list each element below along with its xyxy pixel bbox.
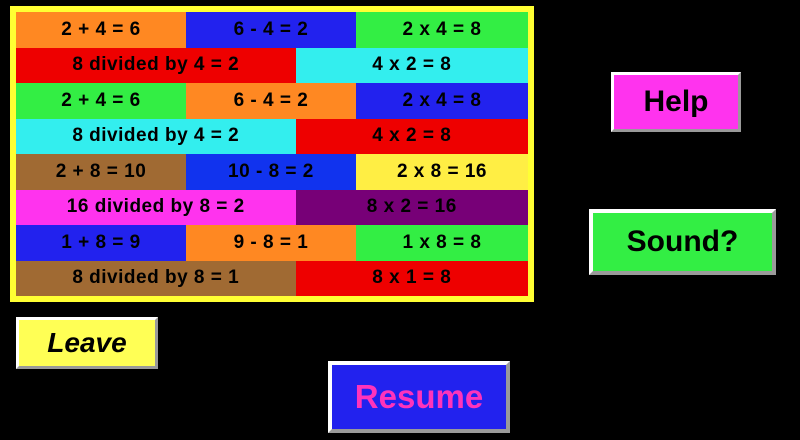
fact-cell[interactable]: 1 + 8 = 9 — [16, 225, 186, 261]
fact-cell[interactable]: 4 x 2 = 8 — [295, 47, 528, 83]
leave-button[interactable]: Leave — [16, 317, 158, 369]
fact-cell[interactable]: 16 divided by 8 = 2 — [16, 189, 296, 225]
fact-cell[interactable]: 8 divided by 4 = 2 — [16, 47, 296, 83]
fact-cell[interactable]: 2 + 4 = 6 — [16, 12, 186, 48]
fact-cell[interactable]: 8 x 2 = 16 — [295, 189, 528, 225]
fact-cell[interactable]: 4 x 2 = 8 — [295, 118, 528, 154]
fact-cell[interactable]: 6 - 4 = 2 — [185, 12, 356, 48]
fact-cell[interactable]: 2 + 4 = 6 — [16, 83, 186, 119]
sound-button-label: Sound? — [626, 225, 739, 258]
resume-button[interactable]: Resume — [328, 361, 510, 433]
sound-button[interactable]: Sound? — [589, 209, 776, 275]
fact-cell[interactable]: 2 x 4 = 8 — [355, 83, 528, 119]
resume-button-label: Resume — [354, 378, 484, 415]
help-button-label: Help — [643, 85, 709, 118]
fact-cell[interactable]: 8 divided by 8 = 1 — [16, 260, 296, 296]
leave-button-label: Leave — [47, 327, 127, 358]
fact-cell[interactable]: 8 x 1 = 8 — [295, 260, 528, 296]
fact-cell[interactable]: 10 - 8 = 2 — [185, 154, 356, 190]
fact-cell[interactable]: 2 x 4 = 8 — [355, 12, 528, 48]
fact-cell[interactable]: 2 + 8 = 10 — [16, 154, 186, 190]
help-button[interactable]: Help — [611, 72, 741, 132]
fact-cell[interactable]: 6 - 4 = 2 — [185, 83, 356, 119]
fact-cell[interactable]: 8 divided by 4 = 2 — [16, 118, 296, 154]
fact-cell[interactable]: 2 x 8 = 16 — [355, 154, 528, 190]
fact-cell[interactable]: 1 x 8 = 8 — [355, 225, 528, 261]
fact-cell[interactable]: 9 - 8 = 1 — [185, 225, 356, 261]
